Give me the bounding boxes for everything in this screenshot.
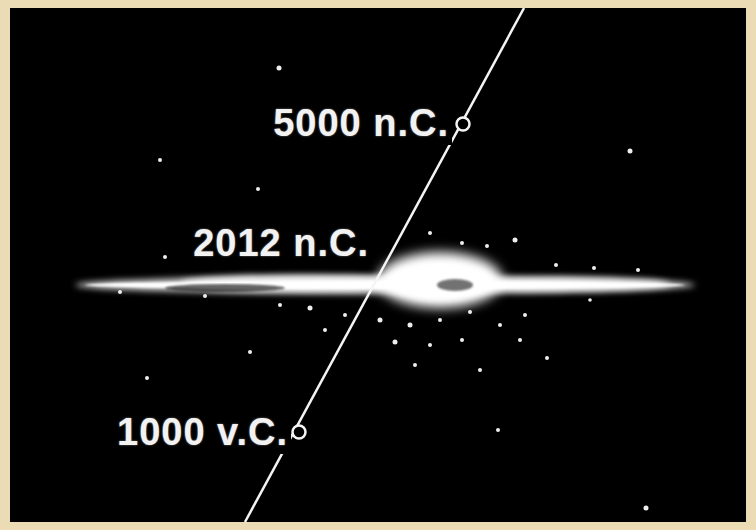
- date-label: 5000 n.C.: [270, 103, 452, 145]
- milky-way: [75, 252, 695, 308]
- date-label: 2012 n.C.: [190, 223, 372, 265]
- date-label: 1000 v.C.: [114, 412, 291, 454]
- night-sky: [10, 8, 746, 522]
